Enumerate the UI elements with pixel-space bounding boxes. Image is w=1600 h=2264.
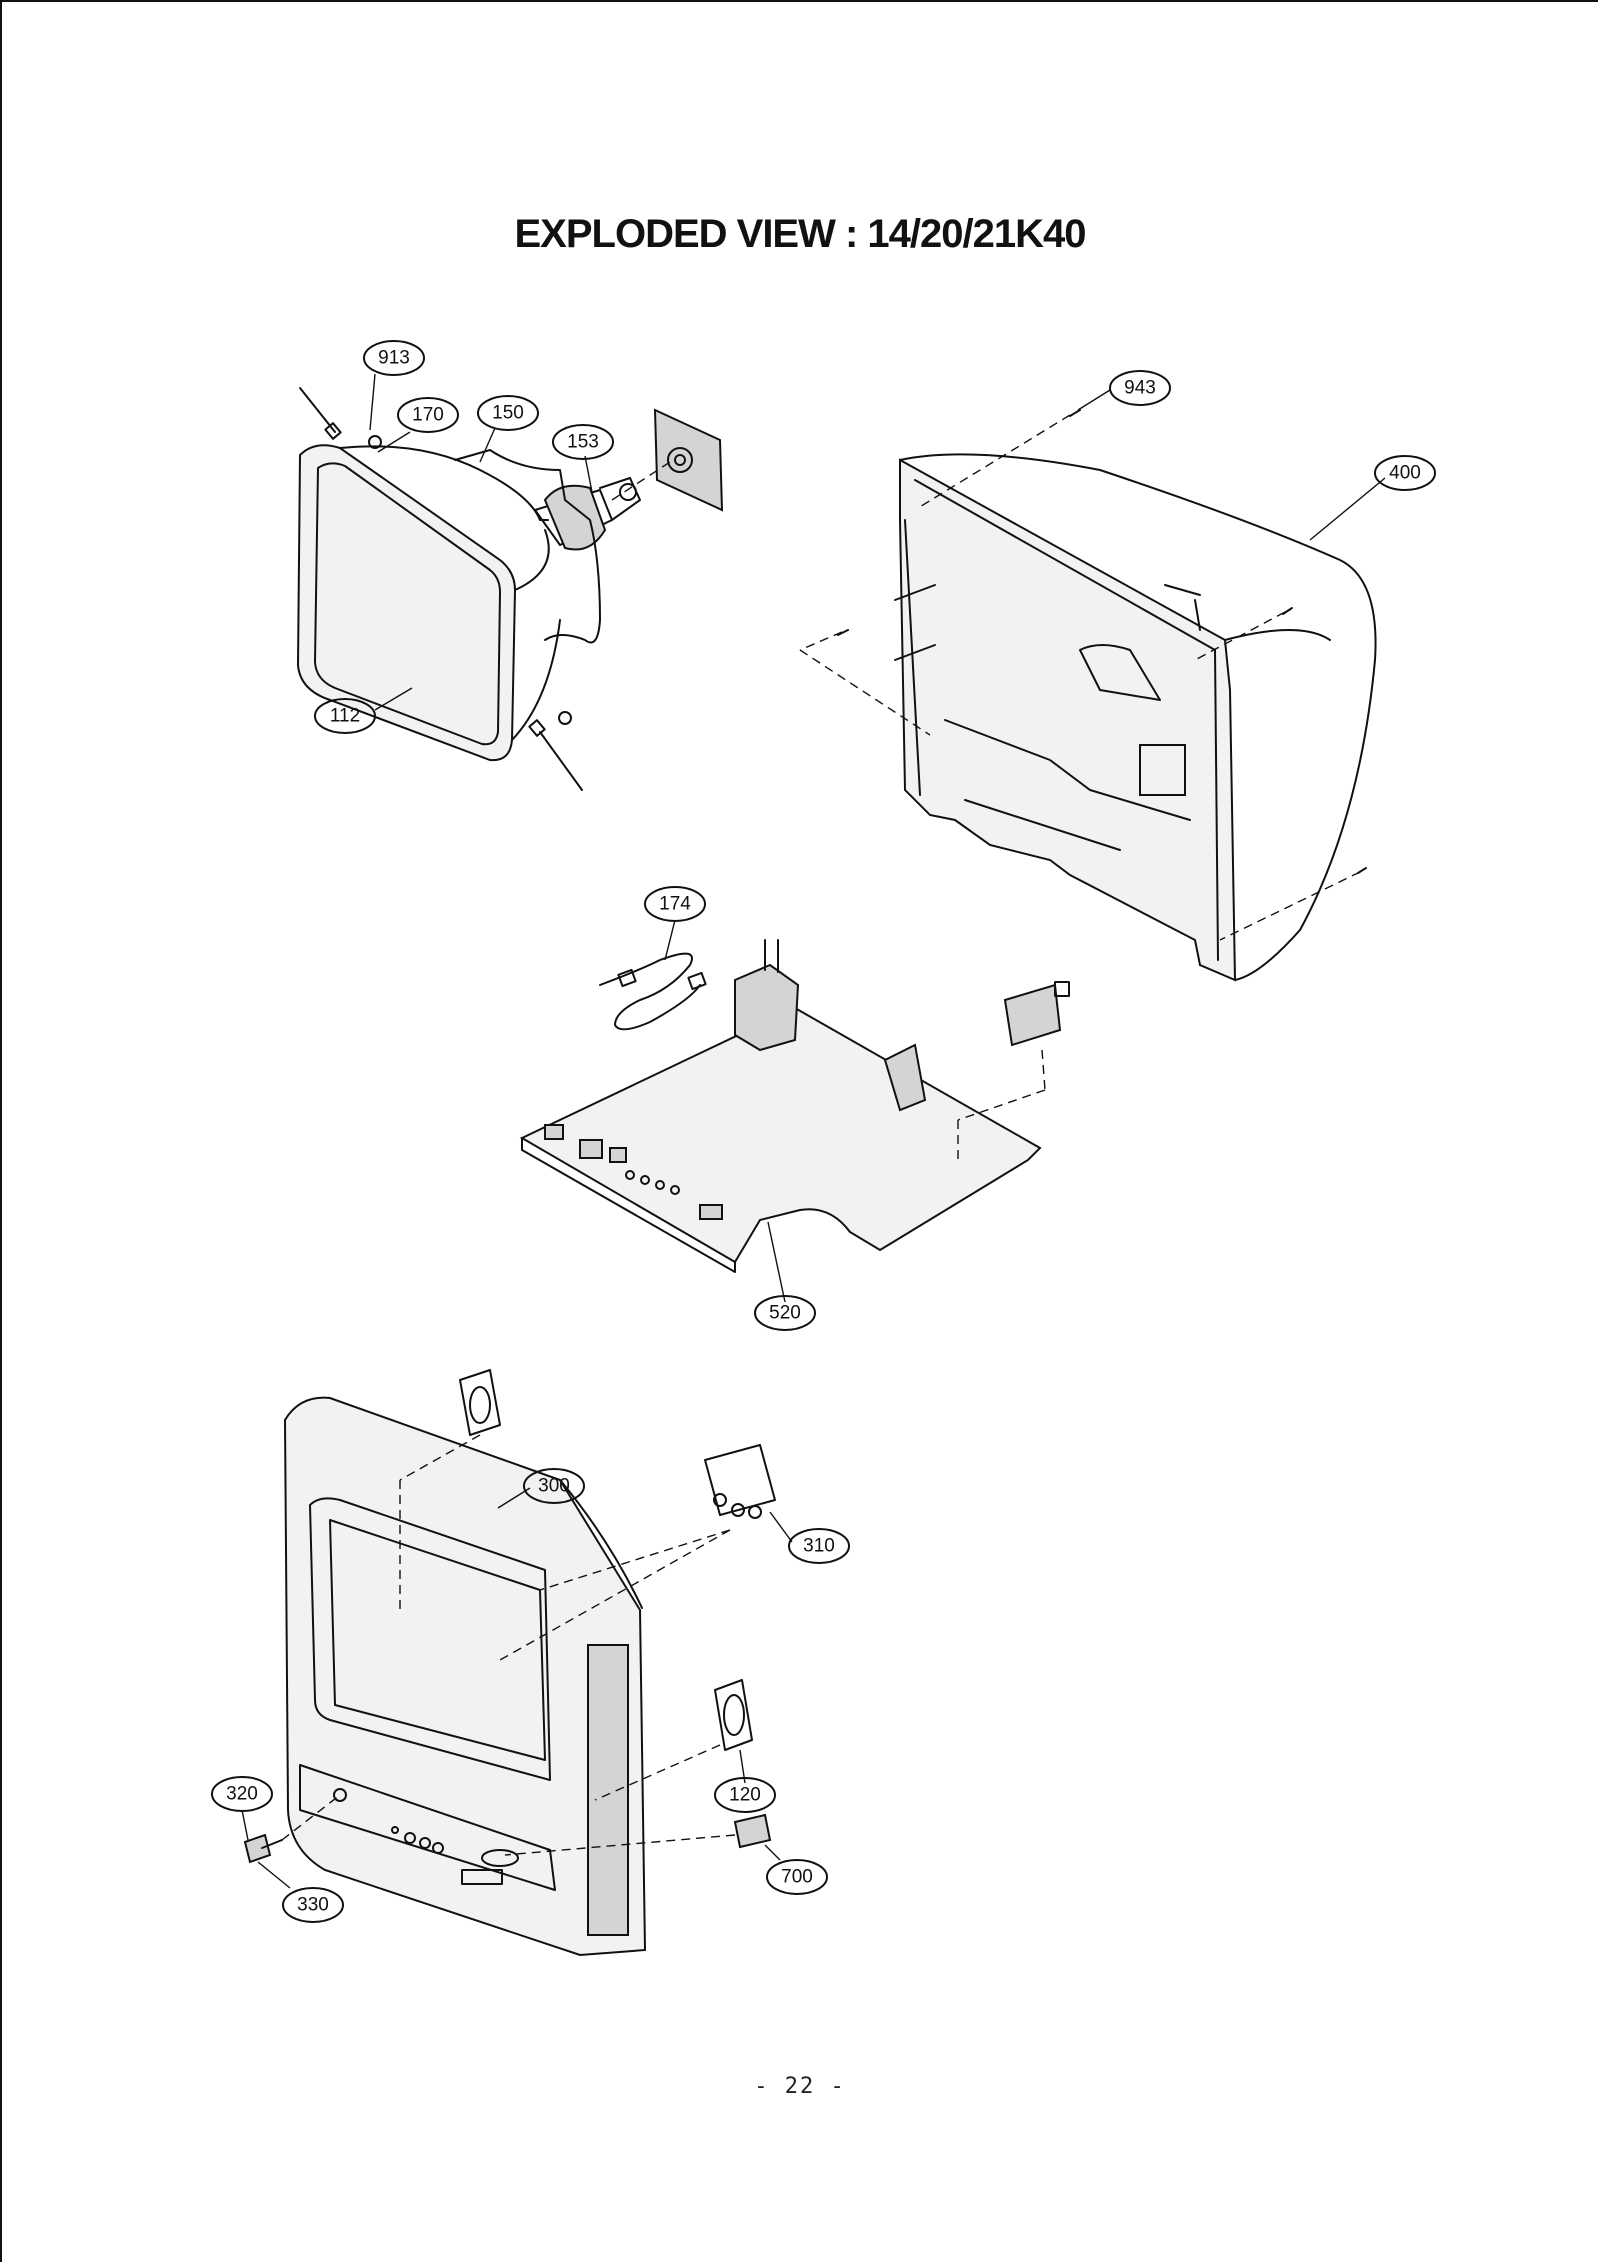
page-number: - 22 - — [754, 2074, 846, 2099]
callout-153: 153 — [552, 424, 614, 460]
callout-300: 300 — [523, 1468, 585, 1504]
callout-label-310: 310 — [803, 1536, 835, 1557]
crt-assembly — [296, 373, 724, 791]
callout-943: 943 — [1109, 370, 1171, 406]
callout-112: 112 — [314, 698, 376, 734]
callout-label-112: 112 — [330, 706, 360, 727]
callout-150: 150 — [477, 395, 539, 431]
callout-label-700: 700 — [781, 1867, 813, 1888]
callout-320: 320 — [211, 1776, 273, 1812]
callout-520: 520 — [754, 1295, 816, 1331]
callout-913: 913 — [363, 340, 425, 376]
callout-170: 170 — [397, 397, 459, 433]
page-title: EXPLODED VIEW : 14/20/21K40 — [514, 212, 1086, 256]
back-cover — [799, 389, 1386, 982]
callout-label-120: 120 — [729, 1785, 761, 1806]
callout-310: 310 — [788, 1528, 850, 1564]
callout-label-400: 400 — [1389, 463, 1421, 484]
front-cabinet — [241, 1369, 793, 1957]
callout-label-150: 150 — [492, 403, 524, 424]
callout-330: 330 — [282, 1887, 344, 1923]
callout-400: 400 — [1374, 455, 1436, 491]
callout-label-174: 174 — [659, 894, 691, 915]
callout-label-330: 330 — [297, 1895, 329, 1916]
callout-label-170: 170 — [412, 405, 444, 426]
callout-label-520: 520 — [769, 1303, 801, 1324]
callout-label-913: 913 — [378, 348, 410, 369]
callout-label-153: 153 — [567, 432, 599, 453]
callout-174: 174 — [644, 886, 706, 922]
callout-120: 120 — [714, 1777, 776, 1813]
callout-700: 700 — [766, 1859, 828, 1895]
main-pcb — [519, 919, 1070, 1303]
callout-label-300: 300 — [538, 1476, 570, 1497]
callout-label-320: 320 — [226, 1784, 258, 1805]
callout-label-943: 943 — [1124, 378, 1156, 399]
